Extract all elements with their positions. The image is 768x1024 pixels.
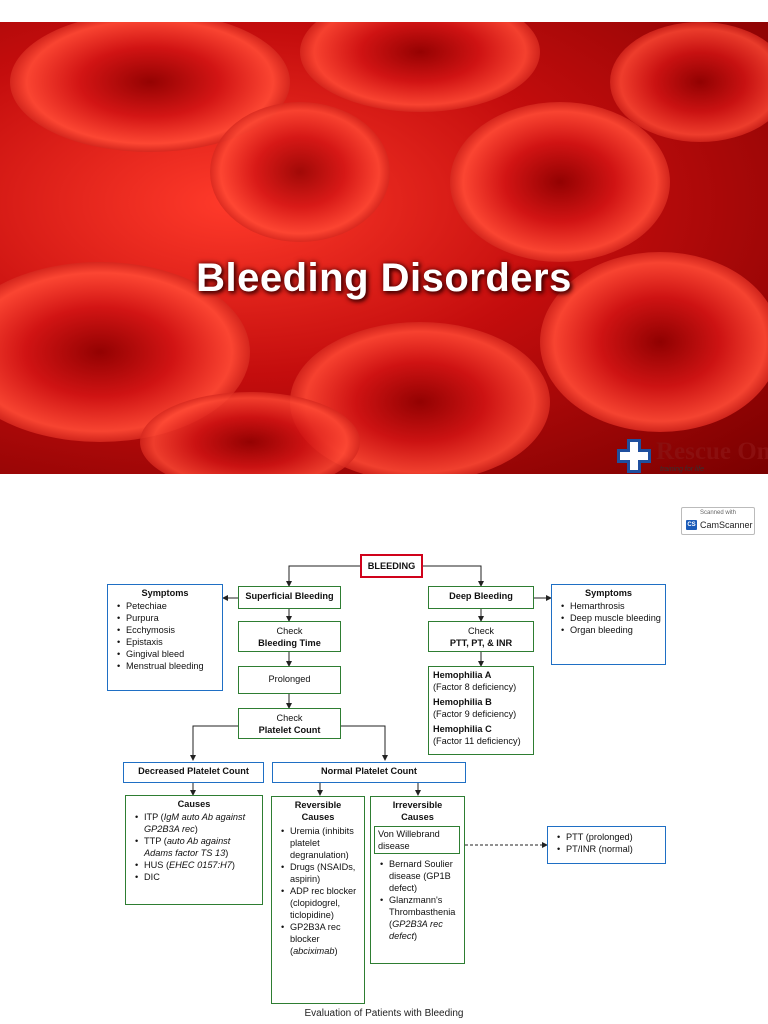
decreased-causes-list: ITP (IgM auto Ab against GP2B3A rec) TTP… bbox=[130, 811, 258, 883]
list-item: TTP (auto Ab against Adams factor TS 13) bbox=[135, 835, 258, 859]
logo-tagline: training for life bbox=[660, 466, 704, 473]
list-item: Organ bleeding bbox=[561, 624, 661, 636]
decreased-platelet-label: Decreased Platelet Count bbox=[138, 766, 249, 776]
decreased-causes-box: Causes ITP (IgM auto Ab against GP2B3A r… bbox=[125, 795, 263, 905]
deep-bleeding-label: Deep Bleeding bbox=[449, 591, 513, 601]
vwd-results-box: PTT (prolonged) PT/INR (normal) bbox=[547, 826, 666, 864]
ptt-pt-inr-label: PTT, PT, & INR bbox=[449, 638, 513, 648]
superficial-symptoms-title: Symptoms bbox=[141, 588, 189, 598]
scanned-with-label: Scanned with bbox=[699, 510, 737, 516]
irreversible-title: Irreversible Causes bbox=[392, 800, 443, 822]
list-item: Bernard Soulier disease (GP1B defect) bbox=[380, 858, 460, 894]
bleeding-time-label: Bleeding Time bbox=[258, 638, 321, 648]
prolonged-box: Prolonged bbox=[238, 666, 341, 694]
reversible-causes-box: Reversible Causes Uremia (inhibits plate… bbox=[271, 796, 365, 1004]
hemophilia-b-detail: (Factor 9 deficiency) bbox=[433, 709, 517, 719]
flowchart-connectors bbox=[190, 565, 552, 848]
hemophilia-a-detail: (Factor 8 deficiency) bbox=[433, 682, 517, 692]
superficial-bleeding-label: Superficial Bleeding bbox=[245, 591, 334, 601]
reversible-causes-list: Uremia (inhibits platelet degranulation)… bbox=[276, 825, 360, 957]
reversible-title: Reversible Causes bbox=[294, 800, 342, 822]
vwd-results-list: PTT (prolonged) PT/INR (normal) bbox=[552, 831, 661, 855]
hemophilia-c-name: Hemophilia C bbox=[433, 724, 492, 734]
hemophilia-box: Hemophilia A (Factor 8 deficiency) Hemop… bbox=[428, 666, 534, 755]
prolonged-label: Prolonged bbox=[268, 674, 311, 684]
list-item: Purpura bbox=[117, 612, 218, 624]
superficial-symptoms-box: Symptoms Petechiae Purpura Ecchymosis Ep… bbox=[107, 584, 223, 691]
bleeding-root-box: BLEEDING bbox=[360, 554, 423, 578]
list-item: HUS (EHEC 0157:H7) bbox=[135, 859, 258, 871]
list-item: GP2B3A rec blocker (abciximab) bbox=[281, 921, 360, 957]
hemophilia-c-detail: (Factor 11 deficiency) bbox=[433, 736, 521, 746]
list-item: Deep muscle bleeding bbox=[561, 612, 661, 624]
list-item: ITP (IgM auto Ab against GP2B3A rec) bbox=[135, 811, 258, 835]
camscanner-name: CamScanner bbox=[700, 520, 753, 530]
von-willebrand-label: Von Willebrand disease bbox=[378, 829, 440, 851]
normal-platelet-box: Normal Platelet Count bbox=[272, 762, 466, 783]
list-item: Menstrual bleeding bbox=[117, 660, 218, 672]
medical-cross-icon bbox=[617, 439, 651, 473]
hero-title: Bleeding Disorders bbox=[196, 256, 572, 300]
check-platelet-count-box: Check Platelet Count bbox=[238, 708, 341, 739]
logo-text: Rescue On bbox=[656, 438, 768, 465]
decreased-causes-title: Causes bbox=[177, 799, 211, 809]
bleeding-flowchart: BLEEDING Superficial Bleeding Symptoms P… bbox=[102, 542, 666, 1009]
list-item: Petechiae bbox=[117, 600, 218, 612]
list-item: DIC bbox=[135, 871, 258, 883]
von-willebrand-box: Von Willebrand disease bbox=[374, 826, 460, 854]
check-label: Check bbox=[467, 626, 495, 636]
list-item: Drugs (NSAIDs, aspirin) bbox=[281, 861, 360, 885]
list-item: ADP rec blocker (clopidogrel, ticlopidin… bbox=[281, 885, 360, 921]
camscanner-stamp: Scanned with CS CamScanner bbox=[681, 507, 755, 535]
list-item: PT/INR (normal) bbox=[557, 843, 661, 855]
check-ptt-box: Check PTT, PT, & INR bbox=[428, 621, 534, 652]
check-label: Check bbox=[276, 713, 303, 723]
list-item: Epistaxis bbox=[117, 636, 218, 648]
list-item: Glanzmann's Thrombasthenia (GP2B3A rec d… bbox=[380, 894, 460, 942]
list-item: PTT (prolonged) bbox=[557, 831, 661, 843]
list-item: Ecchymosis bbox=[117, 624, 218, 636]
bleeding-root-label: BLEEDING bbox=[367, 561, 416, 571]
red-blood-cells-illustration bbox=[0, 22, 768, 474]
deep-symptoms-list: Hemarthrosis Deep muscle bleeding Organ … bbox=[556, 600, 661, 636]
normal-platelet-label: Normal Platelet Count bbox=[321, 766, 417, 776]
hemophilia-b-name: Hemophilia B bbox=[433, 697, 492, 707]
platelet-count-label: Platelet Count bbox=[258, 725, 321, 735]
hero-banner: Bleeding Disorders Rescue On training fo… bbox=[0, 22, 768, 474]
deep-symptoms-box: Symptoms Hemarthrosis Deep muscle bleedi… bbox=[551, 584, 666, 665]
decreased-platelet-box: Decreased Platelet Count bbox=[123, 762, 264, 783]
check-label: Check bbox=[276, 626, 303, 636]
deep-symptoms-title: Symptoms bbox=[585, 588, 632, 598]
figure-caption: Evaluation of Patients with Bleeding bbox=[304, 1008, 464, 1019]
hemophilia-a-name: Hemophilia A bbox=[433, 670, 492, 680]
list-item: Gingival bleed bbox=[117, 648, 218, 660]
irreversible-causes-list: Bernard Soulier disease (GP1B defect) Gl… bbox=[375, 858, 460, 942]
deep-bleeding-box: Deep Bleeding bbox=[428, 586, 534, 609]
superficial-bleeding-box: Superficial Bleeding bbox=[238, 586, 341, 609]
irreversible-causes-box: Irreversible Causes Von Willebrand disea… bbox=[370, 796, 465, 964]
superficial-symptoms-list: Petechiae Purpura Ecchymosis Epistaxis G… bbox=[112, 600, 218, 672]
check-bleeding-time-box: Check Bleeding Time bbox=[238, 621, 341, 652]
list-item: Hemarthrosis bbox=[561, 600, 661, 612]
list-item: Uremia (inhibits platelet degranulation) bbox=[281, 825, 360, 861]
rescue-logo: Rescue On training for life bbox=[612, 432, 768, 474]
camscanner-icon: CS bbox=[686, 520, 697, 530]
